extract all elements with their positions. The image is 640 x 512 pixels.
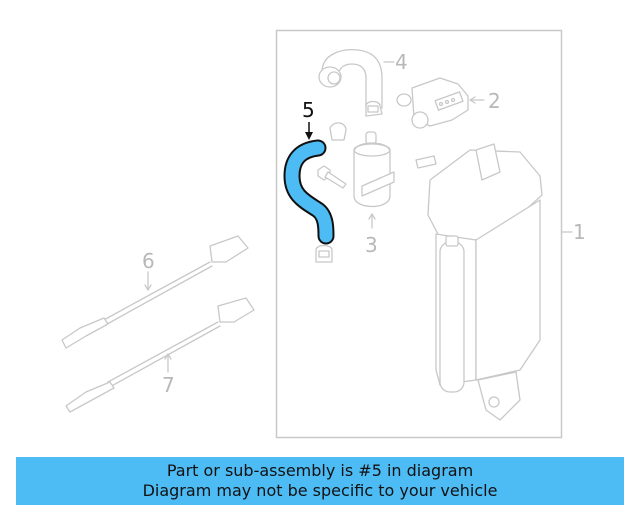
clamp-middle[interactable] xyxy=(329,122,347,141)
part-7-oxygen-sensor[interactable] xyxy=(65,297,255,413)
part-3-filter[interactable] xyxy=(353,131,395,229)
part-5-hose-highlighted[interactable] xyxy=(283,122,335,245)
clamp-lower[interactable] xyxy=(315,244,333,263)
callout-5: 5 xyxy=(302,98,315,122)
part-notice-banner: Part or sub-assembly is #5 in diagram Di… xyxy=(16,457,624,505)
part-4-hose[interactable] xyxy=(318,49,395,109)
callout-7: 7 xyxy=(162,373,175,397)
bolt[interactable] xyxy=(317,165,347,189)
clamp-upper[interactable] xyxy=(365,100,383,117)
part-2-purge-valve[interactable] xyxy=(396,77,485,129)
callout-4: 4 xyxy=(395,50,408,74)
callout-6: 6 xyxy=(142,249,155,273)
callout-1: 1 xyxy=(573,220,586,244)
callout-3: 3 xyxy=(365,233,378,257)
part-1-charcoal-canister[interactable] xyxy=(415,143,573,421)
banner-line-1: Part or sub-assembly is #5 in diagram xyxy=(166,461,474,480)
callout-2: 2 xyxy=(488,89,501,113)
banner-line-2: Diagram may not be specific to your vehi… xyxy=(142,481,498,500)
assembly-frame xyxy=(275,29,563,439)
part-6-oxygen-sensor[interactable] xyxy=(61,235,249,349)
